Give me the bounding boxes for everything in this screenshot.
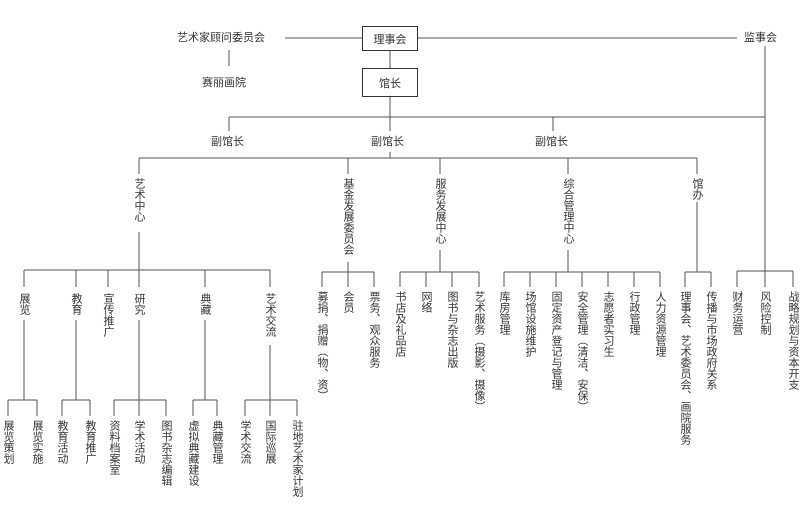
service-art-services: 艺术服务（摄影、摄像） <box>473 291 486 412</box>
admin-volunteers: 志愿者实习生 <box>602 291 615 357</box>
admin-security: 安全管理（清洁、安保） <box>576 291 589 412</box>
admin-human-resources: 人力资源管理 <box>654 291 667 357</box>
sub-academic-activities: 学术活动 <box>133 420 146 464</box>
dept-art-center: 艺术中心 <box>133 176 146 224</box>
admin-facility-maintenance: 场馆设施维护 <box>524 291 537 357</box>
sub-international-tour: 国际巡展 <box>264 420 277 464</box>
office-board-services: 理事会、艺术委员会、画院服务 <box>679 291 692 445</box>
sub-archive-room: 资料档案室 <box>108 420 121 475</box>
sub-academic-exchange: 学术交流 <box>239 420 252 464</box>
sub-virtual-collection: 虚拟典藏建设 <box>187 420 200 486</box>
advisory-committee-label: 艺术家顾问委员会 <box>175 31 267 45</box>
unit-art-exchange: 艺术交流 <box>264 291 277 339</box>
supervisory-strategy: 战略规划与资本开支 <box>787 291 800 390</box>
deputy-director-3: 副馆长 <box>533 135 570 149</box>
service-network: 网络 <box>420 291 433 313</box>
supervisory-finance: 财务运营 <box>731 291 744 335</box>
office-communications: 传播与市场政府关系 <box>705 291 718 390</box>
board-box: 理事会 <box>362 26 418 51</box>
dept-foundation: 基金发展委员会 <box>342 176 355 257</box>
sub-artist-residency: 驻地艺术家计划 <box>291 420 304 497</box>
foundation-donations: 募捐、捐赠（物、资） <box>316 291 329 401</box>
admin-fixed-assets: 固定资产登记与管理 <box>550 291 563 390</box>
foundation-membership: 会员 <box>342 291 355 313</box>
dept-admin: 综合管理中心 <box>562 176 575 246</box>
sub-exhibition-implementation: 展览实施 <box>31 420 44 464</box>
gallery-label: 赛丽画院 <box>200 76 248 90</box>
sub-exhibition-planning: 展览策划 <box>2 420 15 464</box>
sub-education-promotion: 教育推广 <box>84 420 97 464</box>
unit-education: 教育 <box>70 291 83 317</box>
unit-collection: 典藏 <box>199 291 212 317</box>
unit-exhibition: 展览 <box>18 291 31 317</box>
service-publishing: 图书与杂志出版 <box>446 291 459 368</box>
director-box: 馆长 <box>362 68 418 97</box>
dept-office: 馆办 <box>691 176 704 202</box>
dept-service: 服务发展中心 <box>434 176 447 246</box>
supervisory-risk-control: 风险控制 <box>759 291 772 335</box>
foundation-ticketing: 票务、观众服务 <box>368 291 381 368</box>
service-bookstore: 书店及礼品店 <box>394 291 407 357</box>
unit-promotion: 宣传推广 <box>102 291 115 339</box>
deputy-director-1: 副馆长 <box>209 135 246 149</box>
supervisory-board-label: 监事会 <box>742 31 779 45</box>
admin-warehouse: 库房管理 <box>498 291 511 335</box>
sub-collection-management: 典藏管理 <box>211 420 224 464</box>
unit-research: 研究 <box>133 291 146 317</box>
sub-education-activities: 教育活动 <box>56 420 69 464</box>
sub-book-magazine-editing: 图书杂志编辑 <box>160 420 173 486</box>
deputy-director-2: 副馆长 <box>369 135 406 149</box>
admin-administration: 行政管理 <box>628 291 641 335</box>
